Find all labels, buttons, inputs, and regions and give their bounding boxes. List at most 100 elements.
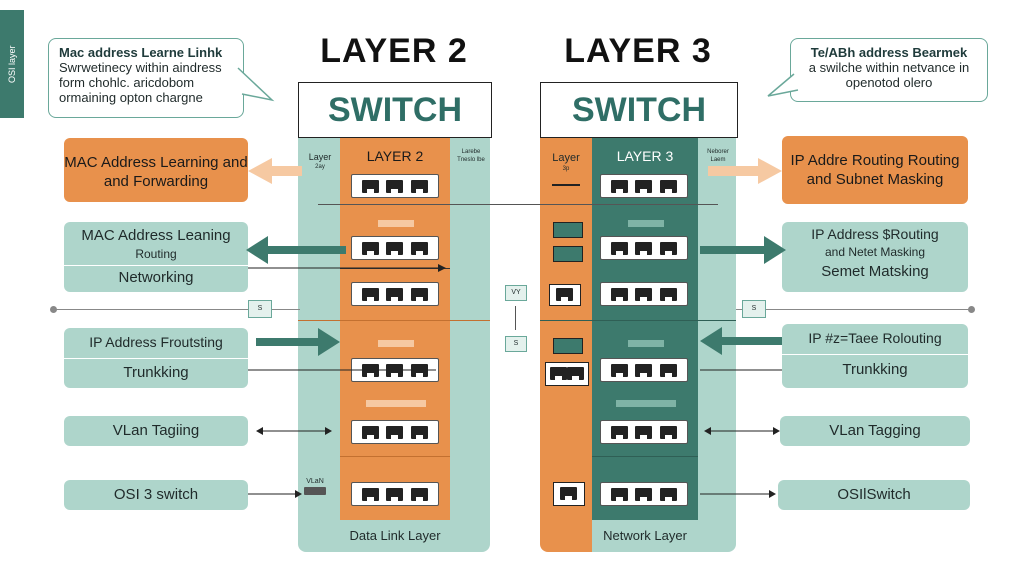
- right-arrow-2: [700, 236, 786, 264]
- right-divider-dot: [968, 306, 975, 313]
- left-feature-2-label: MAC Address Leaning: [81, 227, 231, 244]
- left-feature-3-sub: Trunkking: [64, 358, 248, 381]
- l3-switch-3: [600, 282, 688, 306]
- left-bubble-line4: ormaining opton chargne: [59, 90, 203, 105]
- l2-switch-1: [351, 174, 439, 198]
- l3-column-header: LAYER 3: [616, 148, 674, 164]
- l2-tiny-label-2: [378, 340, 414, 347]
- vlan-tag: VLaN: [304, 478, 326, 504]
- left-arrow-3: [256, 328, 340, 356]
- right-feature-3-sub: Trunkking: [782, 354, 968, 378]
- left-bubble-line3: form chohlc. aricdobom: [59, 75, 195, 90]
- left-bubble-tail: [236, 60, 276, 102]
- l3-switch-4: [600, 358, 688, 382]
- l3-device-1: [553, 222, 583, 238]
- l3-device-4: [553, 338, 583, 354]
- left-s-tag: S: [248, 300, 272, 318]
- separator-line-3: [298, 320, 490, 321]
- left-feature-3: IP Address Froutsting Trunkking: [64, 328, 248, 388]
- left-feature-1: MAC Address Learning and and Forwarding: [64, 138, 248, 202]
- right-feature-1: IP Addre Routing Routing and Subnet Mask…: [782, 136, 968, 204]
- right-bubble-line1: Te/ABh address Bearmek: [810, 45, 968, 60]
- layer2-switch-title: SWITCH: [298, 82, 492, 138]
- right-s-tag: S: [742, 300, 766, 318]
- separator-line-1: [318, 204, 718, 205]
- l2-footer-label: Data Link Layer: [349, 528, 441, 543]
- l2-tiny-label-3: [366, 400, 426, 407]
- left-feature-1-label: MAC Address Learning and and Forwarding: [64, 154, 248, 190]
- right-feature-1-label: IP Addre Routing Routing and Subnet Mask…: [790, 152, 960, 188]
- l2-switch-6: [351, 482, 439, 506]
- vlan-tag-label: VLaN: [306, 478, 324, 485]
- right-feature-2-sub2: Semet Matsking: [821, 263, 929, 280]
- right-feature-2: IP Address $Routing and Netet Masking Se…: [782, 222, 968, 292]
- left-feature-5-label: OSI 3 switch: [113, 486, 199, 503]
- l2-right-strip: [450, 138, 490, 552]
- left-bubble-line2: Swrwetinecy within aindress: [59, 60, 222, 75]
- l3-footer-label: Network Layer: [603, 528, 687, 543]
- l3-switch-2: [600, 236, 688, 260]
- middle-connector: [515, 306, 516, 330]
- l3-side-dash: [552, 184, 580, 186]
- l3-device-3: [549, 284, 581, 306]
- l2-switch-3: [351, 282, 439, 306]
- right-divider-line: [736, 309, 972, 310]
- l3-switch-5: [600, 420, 688, 444]
- l2-side-right-label: Larebe Tneslo lbe: [457, 149, 485, 163]
- separator-line-4: [540, 320, 736, 321]
- right-feature-5-label: OSIlSwitch: [837, 486, 911, 503]
- l3-switch-1: [600, 174, 688, 198]
- right-bubble-line3: openotod olero: [845, 75, 933, 90]
- l3-footer-box: [592, 520, 698, 552]
- l2-tiny-label-1: [378, 220, 414, 227]
- right-feature-5: OSIlSwitch: [778, 480, 970, 510]
- right-feature-4-label: VLan Tagging: [829, 422, 921, 439]
- l3-device-5: [545, 362, 589, 386]
- middle-tag-2: S: [505, 336, 527, 352]
- l2-side-left-label: Layer: [308, 152, 332, 162]
- left-bubble-line1: Mac address Learne Linhk: [59, 45, 223, 60]
- left-divider-dot: [50, 306, 57, 313]
- left-arrow-1: [248, 158, 302, 184]
- left-feature-2: MAC Address Leaning Routing Networking: [64, 222, 248, 292]
- right-arrow-1: [708, 158, 782, 184]
- l3-device-6: [553, 482, 585, 506]
- l3-tiny-label-3: [616, 400, 676, 407]
- left-feature-4: VLan Tagiing: [64, 416, 248, 446]
- left-feature-2-sub2: Networking: [64, 265, 248, 286]
- l3-device-2: [553, 246, 583, 262]
- right-bubble-tail: [764, 70, 804, 100]
- right-feature-2-sub: and Netet Masking: [824, 245, 926, 259]
- left-feature-2-sub: Routing: [135, 247, 177, 261]
- l2-column-header: LAYER 2: [366, 148, 424, 164]
- l3-switch-6: [600, 482, 688, 506]
- middle-tag-1: VY: [505, 285, 527, 301]
- left-arrow-2: [246, 236, 346, 264]
- left-feature-4-label: VLan Tagiing: [112, 422, 200, 439]
- right-feature-4: VLan Tagging: [780, 416, 970, 446]
- l2-switch-2: [351, 236, 439, 260]
- l3-side-left-label: Layer: [552, 152, 580, 164]
- layer3-switch-title: SWITCH: [540, 82, 738, 138]
- left-divider-line: [52, 309, 300, 310]
- l2-side-left-sub: 2ay: [315, 164, 325, 170]
- l3-side-left-sub: 3p: [562, 166, 570, 172]
- left-feature-5: OSI 3 switch: [64, 480, 248, 510]
- l2-switch-5: [351, 420, 439, 444]
- left-info-bubble: Mac address Learne Linhk Swrwetinecy wit…: [48, 38, 244, 118]
- l3-side-right-label: Neborer Laem: [707, 149, 729, 163]
- right-arrow-3: [700, 327, 782, 355]
- separator-line-5: [340, 456, 450, 457]
- l2-footer-box: [340, 520, 450, 552]
- l3-tiny-label-2: [628, 340, 664, 347]
- right-feature-3-label: IP #z=Taee Rolouting: [808, 330, 942, 346]
- right-feature-2-label: IP Address $Routing: [811, 226, 939, 242]
- right-bubble-line2: a swilche within netvance in: [808, 60, 970, 75]
- right-info-bubble: Te/ABh address Bearmek a swilche within …: [790, 38, 988, 102]
- left-feature-3-label: IP Address Froutsting: [89, 334, 223, 350]
- l3-tiny-label-1: [628, 220, 664, 227]
- layer2-title: LAYER 2: [320, 32, 468, 70]
- right-feature-3: IP #z=Taee Rolouting Trunkking: [782, 324, 968, 388]
- separator-line-6: [592, 456, 698, 457]
